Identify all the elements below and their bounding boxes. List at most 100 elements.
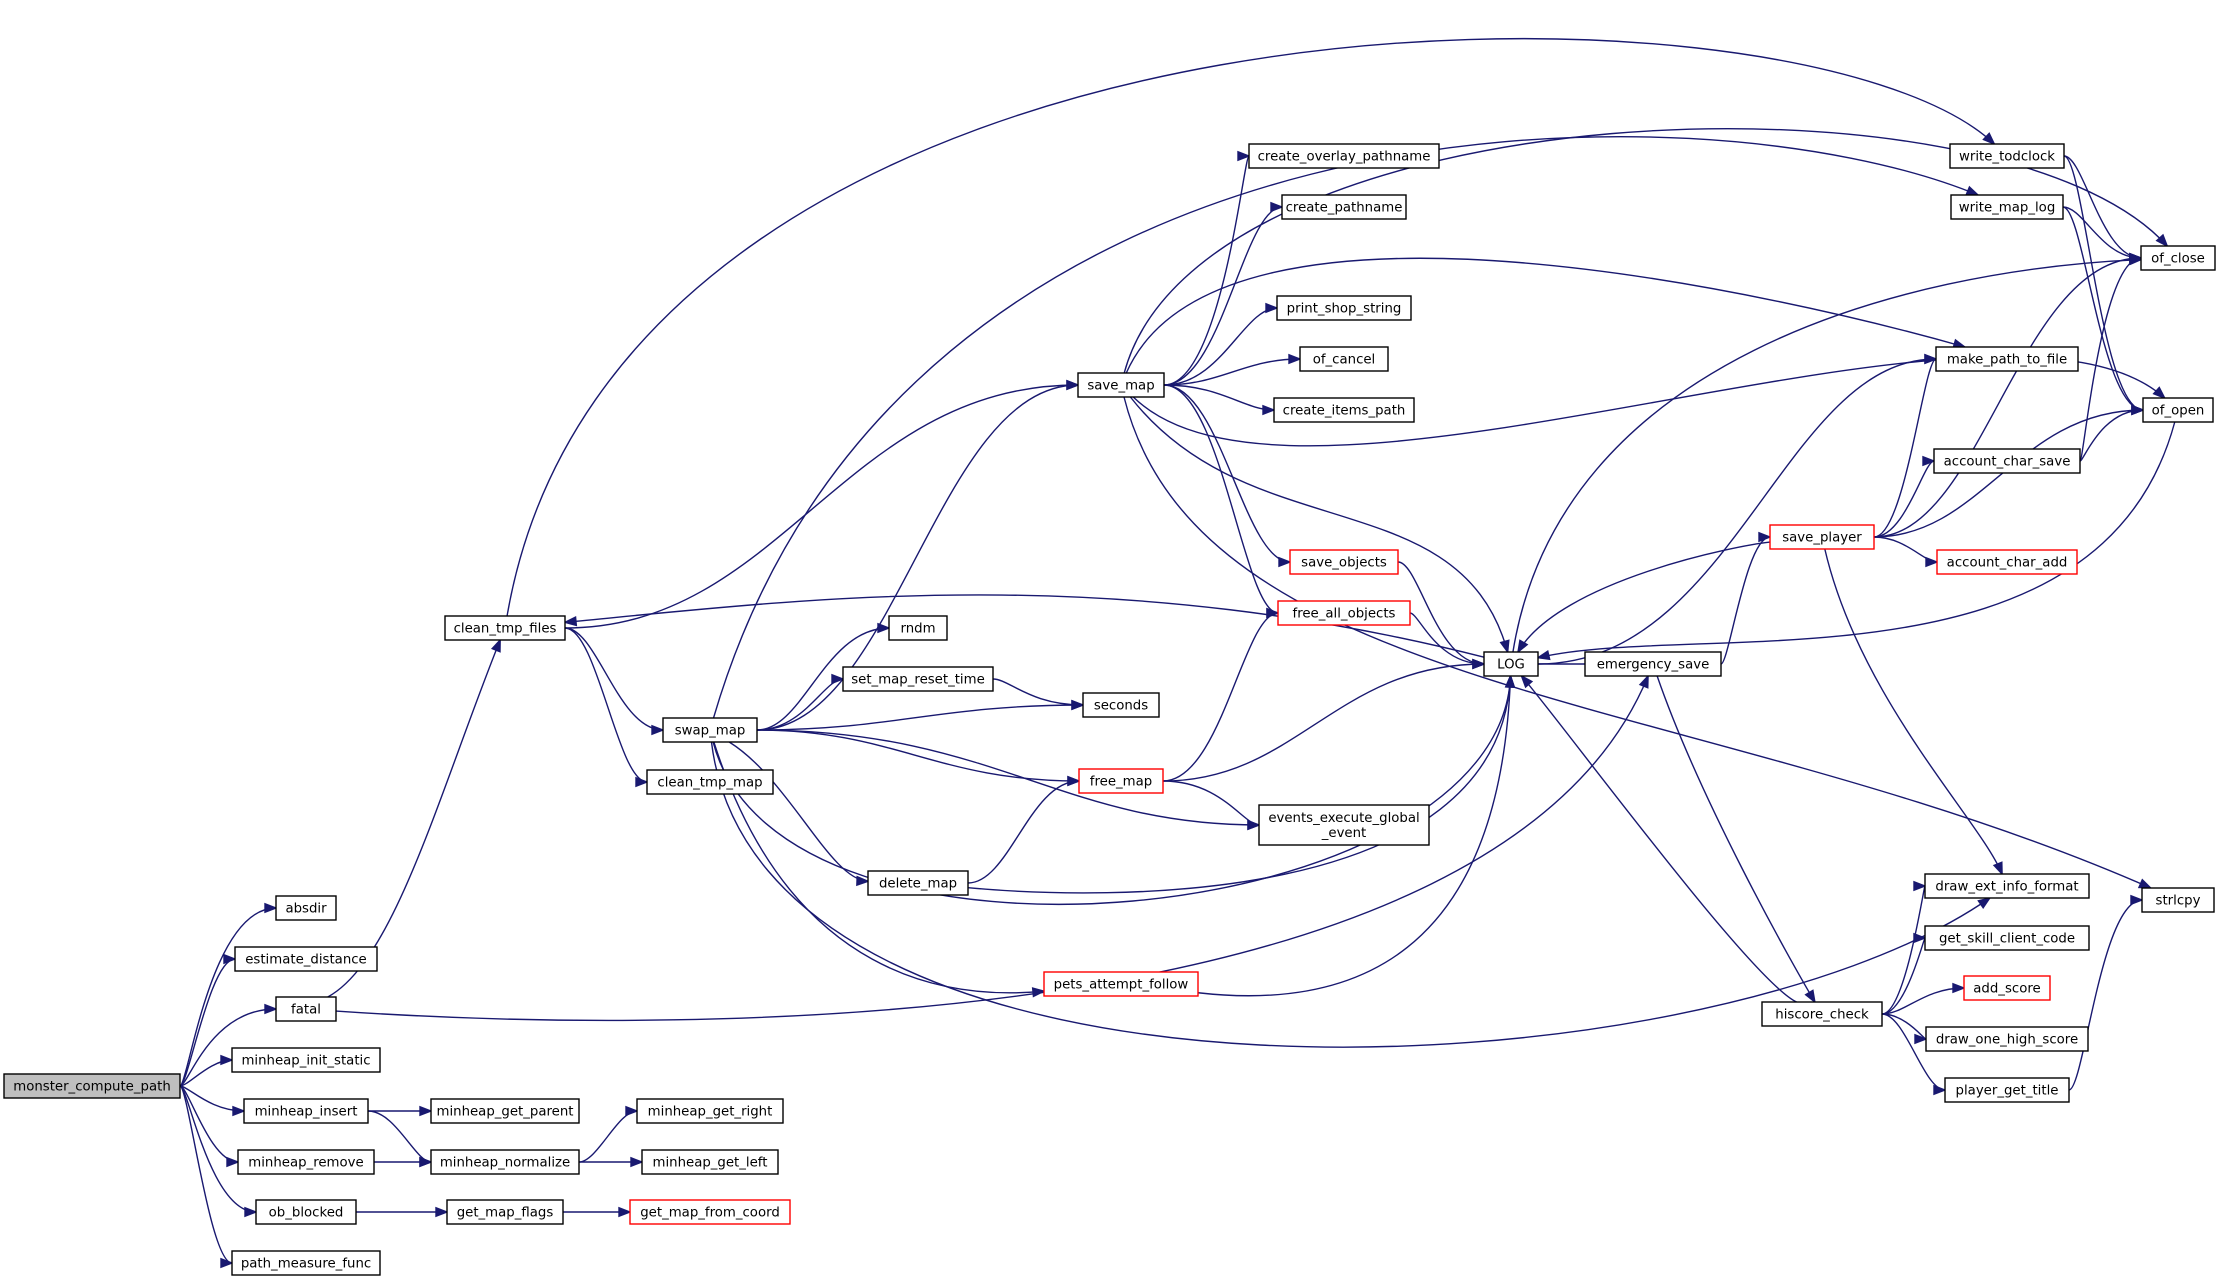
node-clean_tmp_files[interactable]: clean_tmp_files xyxy=(444,615,566,641)
node-monster_compute_path[interactable]: monster_compute_path xyxy=(3,1073,181,1099)
node-minheap_remove[interactable]: minheap_remove xyxy=(237,1149,375,1175)
edge-line xyxy=(992,678,1084,706)
node-box xyxy=(255,1199,357,1225)
edge-arrowhead xyxy=(625,1105,639,1117)
node-free_all_objects[interactable]: free_all_objects xyxy=(1277,600,1411,626)
node-events_execute_global_event[interactable]: events_execute_global_event xyxy=(1258,804,1430,846)
node-minheap_get_right[interactable]: minheap_get_right xyxy=(636,1098,784,1124)
edge-line xyxy=(179,1008,277,1087)
node-strlcpy[interactable]: strlcpy xyxy=(2141,887,2215,913)
node-free_map[interactable]: free_map xyxy=(1078,768,1164,794)
node-label: _event xyxy=(1321,826,1367,841)
node-add_score[interactable]: add_score xyxy=(1963,975,2051,1001)
edge-line xyxy=(1873,257,2142,538)
node-label: get_skill_client_code xyxy=(1939,932,2075,947)
edge-arrowhead xyxy=(223,953,237,965)
node-draw_ext_info_format[interactable]: draw_ext_info_format xyxy=(1924,873,2090,899)
node-draw_one_high_score[interactable]: draw_one_high_score xyxy=(1925,1026,2089,1052)
node-path_measure_func[interactable]: path_measure_func xyxy=(231,1250,381,1276)
edge-minheap_normalize-to-minheap_get_right xyxy=(578,1105,639,1163)
node-make_path_to_file[interactable]: make_path_to_file xyxy=(1935,346,2079,372)
node-create_overlay_pathname[interactable]: create_overlay_pathname xyxy=(1248,143,1440,169)
edge-arrowhead xyxy=(2155,233,2169,248)
edge-hiscore_check-to-get_skill_client_code xyxy=(1881,932,1927,1015)
edge-pets_attempt_follow-to-LOG xyxy=(1197,674,1516,997)
edge-line xyxy=(2062,206,2142,259)
edge-arrowhead xyxy=(1922,455,1936,467)
node-minheap_normalize[interactable]: minheap_normalize xyxy=(430,1149,580,1175)
edge-line xyxy=(712,675,1512,905)
node-account_char_save[interactable]: account_char_save xyxy=(1933,448,2081,474)
edge-save_player-to-draw_ext_info_format xyxy=(1824,548,2003,876)
edge-player_get_title-to-strlcpy xyxy=(2068,894,2144,1091)
node-minheap_insert[interactable]: minheap_insert xyxy=(243,1098,369,1124)
node-seconds[interactable]: seconds xyxy=(1082,692,1160,718)
node-label: swap_map xyxy=(675,724,746,739)
edge-arrowhead xyxy=(2131,404,2145,416)
edge-line xyxy=(1129,396,1509,653)
edge-line xyxy=(710,741,1991,1048)
edge-hiscore_check-to-draw_one_high_score xyxy=(1881,1013,1928,1045)
node-ob_blocked[interactable]: ob_blocked xyxy=(255,1199,357,1225)
edge-arrowhead xyxy=(2129,252,2143,264)
node-minheap_get_parent[interactable]: minheap_get_parent xyxy=(430,1098,580,1124)
node-minheap_get_left[interactable]: minheap_get_left xyxy=(641,1149,779,1175)
edge-line xyxy=(1720,536,1771,665)
node-swap_map[interactable]: swap_map xyxy=(662,717,758,743)
node-account_char_add[interactable]: account_char_add xyxy=(1936,549,2078,575)
node-estimate_distance[interactable]: estimate_distance xyxy=(234,946,378,972)
node-box xyxy=(1933,448,2081,474)
node-of_open[interactable]: of_open xyxy=(2142,397,2214,423)
node-create_items_path[interactable]: create_items_path xyxy=(1273,397,1415,423)
node-player_get_title[interactable]: player_get_title xyxy=(1944,1077,2070,1103)
node-delete_map[interactable]: delete_map xyxy=(867,870,969,896)
node-label: clean_tmp_files xyxy=(454,622,557,637)
node-box xyxy=(641,1149,779,1175)
node-minheap_init_static[interactable]: minheap_init_static xyxy=(231,1047,381,1073)
node-box xyxy=(1258,804,1430,846)
edge-arrowhead xyxy=(1982,132,1996,146)
node-box xyxy=(1299,346,1389,372)
node-create_pathname[interactable]: create_pathname xyxy=(1281,194,1407,220)
edge-line xyxy=(179,958,236,1087)
node-get_map_from_coord[interactable]: get_map_from_coord xyxy=(629,1199,791,1225)
edge-line xyxy=(756,704,1084,731)
node-hiscore_check[interactable]: hiscore_check xyxy=(1761,1001,1883,1027)
node-set_map_reset_time[interactable]: set_map_reset_time xyxy=(842,666,994,692)
node-get_skill_client_code[interactable]: get_skill_client_code xyxy=(1924,925,2090,951)
edge-arrowhead xyxy=(1536,649,1551,661)
node-absdir[interactable]: absdir xyxy=(275,895,337,921)
node-fatal[interactable]: fatal xyxy=(275,996,337,1022)
node-save_objects[interactable]: save_objects xyxy=(1289,549,1399,575)
node-of_close[interactable]: of_close xyxy=(2140,245,2216,271)
edge-arrowhead xyxy=(1933,1084,1947,1096)
node-save_player[interactable]: save_player xyxy=(1769,524,1875,550)
node-box xyxy=(1273,397,1415,423)
edge-emergency_save-to-save_player xyxy=(1720,531,1772,665)
edge-ob_blocked-to-get_map_flags xyxy=(356,1206,449,1218)
edge-arrowhead xyxy=(1071,699,1085,711)
node-print_shop_string[interactable]: print_shop_string xyxy=(1276,295,1412,321)
edge-monster_compute_path-to-minheap_insert xyxy=(179,1085,246,1117)
node-label: print_shop_string xyxy=(1287,302,1402,317)
node-pets_attempt_follow[interactable]: pets_attempt_follow xyxy=(1043,971,1199,997)
node-label: monster_compute_path xyxy=(13,1080,171,1095)
edge-line xyxy=(1197,675,1512,997)
node-label: rndm xyxy=(900,622,935,637)
node-LOG[interactable]: LOG xyxy=(1483,651,1539,677)
node-save_map[interactable]: save_map xyxy=(1077,372,1165,398)
node-rndm[interactable]: rndm xyxy=(888,615,948,641)
node-clean_tmp_map[interactable]: clean_tmp_map xyxy=(646,769,774,795)
edge-free_all_objects-to-LOG xyxy=(1409,612,1486,670)
node-get_map_flags[interactable]: get_map_flags xyxy=(446,1199,564,1225)
node-label: free_map xyxy=(1090,775,1152,790)
edge-monster_compute_path-to-estimate_distance xyxy=(179,953,237,1087)
node-box xyxy=(1924,925,2090,951)
edge-arrowhead xyxy=(1952,982,1966,994)
node-of_cancel[interactable]: of_cancel xyxy=(1299,346,1389,372)
node-write_map_log[interactable]: write_map_log xyxy=(1950,194,2064,220)
node-emergency_save[interactable]: emergency_save xyxy=(1584,651,1722,677)
node-write_todclock[interactable]: write_todclock xyxy=(1949,143,2065,169)
